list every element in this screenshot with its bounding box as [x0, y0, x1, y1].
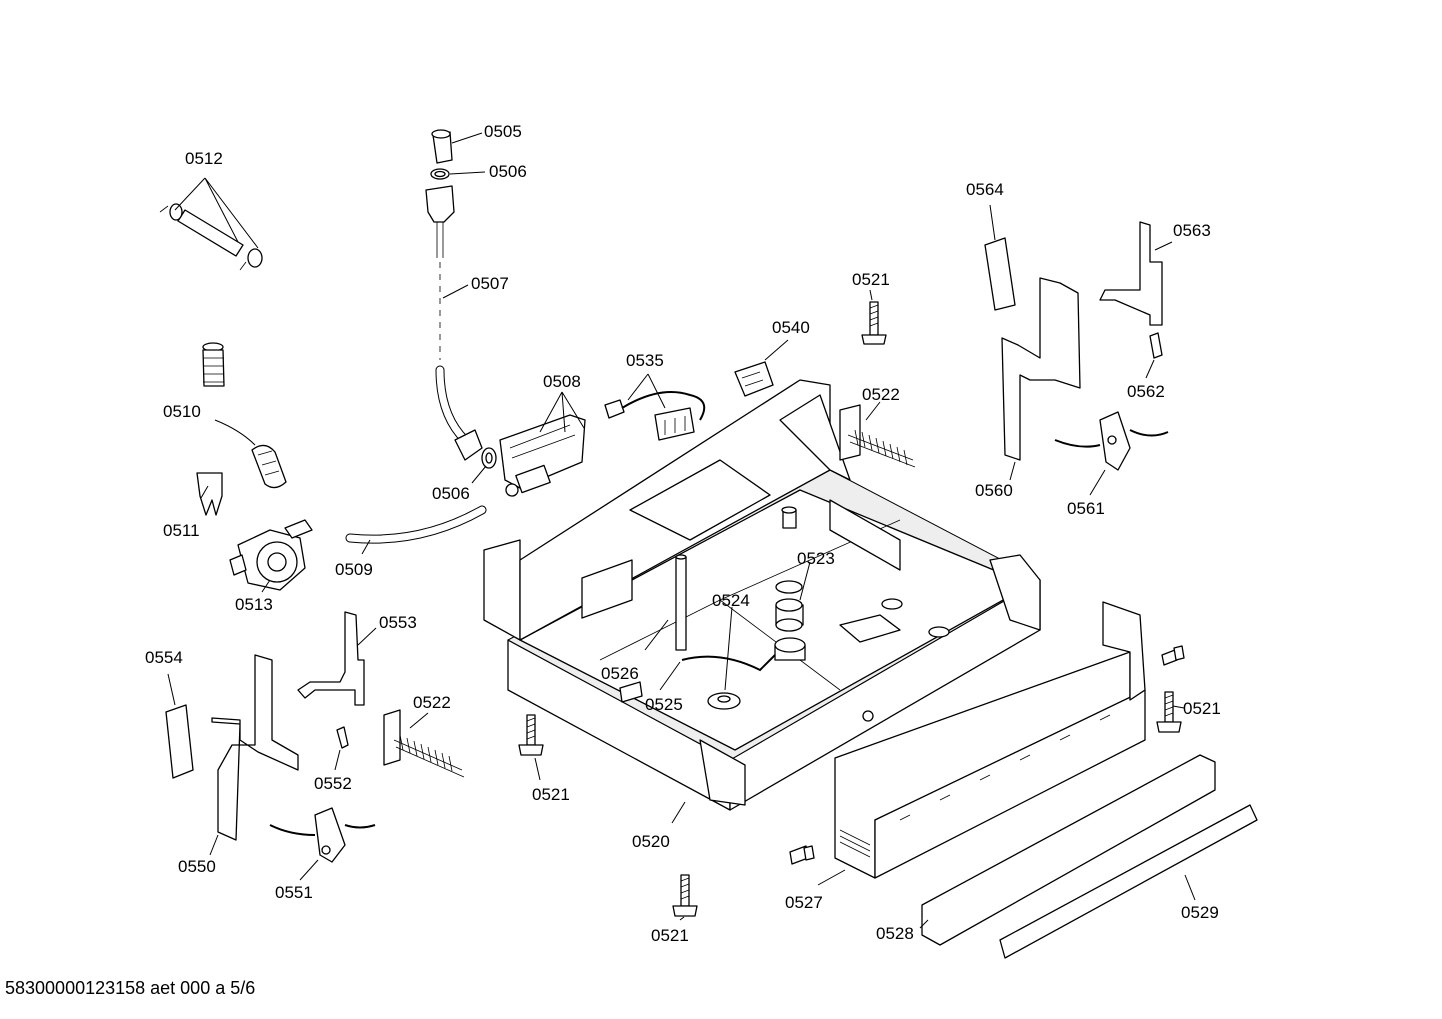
- label-0508: 0508: [543, 372, 581, 391]
- part-0510-bellows: [202, 342, 287, 489]
- part-0505-cap: [431, 129, 453, 164]
- label-0506-bottom: 0506: [432, 484, 470, 503]
- part-0550-bracket: [211, 654, 299, 841]
- part-0521-screw-top: [861, 301, 887, 345]
- part-0522-spring-left: [383, 709, 465, 778]
- part-0561-switch: [1054, 411, 1169, 471]
- label-0554: 0554: [145, 648, 183, 667]
- part-0528-panel: [834, 601, 1146, 879]
- label-0553: 0553: [379, 613, 417, 632]
- part-0564-cover: [984, 237, 1016, 311]
- label-0512: 0512: [185, 149, 223, 168]
- part-0508-valve: [499, 414, 586, 497]
- part-0507-inlet-hose: [425, 185, 483, 461]
- label-0509: 0509: [335, 560, 373, 579]
- label-0510: 0510: [163, 402, 201, 421]
- part-0523-float: [774, 506, 950, 661]
- label-0550: 0550: [178, 857, 216, 876]
- label-0524: 0524: [712, 591, 750, 610]
- label-0511: 0511: [163, 521, 200, 540]
- part-0521-screw-bottom: [672, 874, 698, 917]
- part-0511-clip: [196, 472, 223, 516]
- part-0529-strip: [921, 754, 1258, 959]
- label-0505: 0505: [484, 122, 522, 141]
- label-0522-left: 0522: [413, 693, 451, 712]
- label-0526: 0526: [601, 664, 639, 683]
- label-0521-left: 0521: [532, 785, 570, 804]
- label-0563: 0563: [1173, 221, 1211, 240]
- label-0506-top: 0506: [489, 162, 527, 181]
- label-0562: 0562: [1127, 382, 1165, 401]
- label-0560: 0560: [975, 481, 1013, 500]
- label-0521-right: 0521: [1183, 699, 1221, 718]
- label-0523: 0523: [797, 549, 835, 568]
- label-0528: 0528: [876, 924, 914, 943]
- part-0521-screw-right: [1156, 645, 1185, 733]
- label-0535: 0535: [626, 351, 664, 370]
- label-0529: 0529: [1181, 903, 1219, 922]
- label-0522-right: 0522: [862, 385, 900, 404]
- label-0521-bottom: 0521: [651, 926, 689, 945]
- label-0551: 0551: [275, 883, 313, 902]
- label-0520: 0520: [632, 832, 670, 851]
- part-0506-seal-bottom: [481, 447, 497, 469]
- part-0509-drain-hose: [345, 505, 487, 544]
- part-0563-bracket: [1099, 221, 1163, 326]
- part-0525-wire-sensor: [619, 654, 776, 703]
- part-labels: 0512 0505 0506 0507 0564 0563 0521 0540 …: [145, 122, 1221, 945]
- part-0522-spring-right: [839, 404, 916, 468]
- label-0521-top: 0521: [852, 270, 890, 289]
- part-0527-screw: [789, 845, 815, 865]
- label-0507: 0507: [471, 274, 509, 293]
- part-0560-bracket: [1001, 277, 1081, 461]
- label-0525: 0525: [645, 695, 683, 714]
- label-0540: 0540: [772, 318, 810, 337]
- label-0561: 0561: [1067, 499, 1105, 518]
- part-0526-rod: [675, 554, 687, 651]
- label-0513: 0513: [235, 595, 273, 614]
- leader-lines: [167, 132, 1196, 929]
- part-0551-switch: [269, 807, 376, 863]
- part-0521-screw-left: [518, 714, 544, 756]
- part-0540-connector: [734, 361, 774, 397]
- part-0512-hose-clamps: [159, 203, 263, 271]
- part-0506-seal-top: [430, 168, 450, 180]
- document-reference: 58300000123158 aet 000 a 5/6: [5, 978, 256, 998]
- part-0513-pump: [229, 519, 313, 591]
- part-0524-disc: [707, 692, 741, 710]
- label-0552: 0552: [314, 774, 352, 793]
- part-0552-clip: [336, 726, 349, 749]
- label-0564: 0564: [966, 180, 1004, 199]
- part-0562-clip: [1149, 332, 1163, 359]
- label-0527: 0527: [785, 893, 823, 912]
- part-0535-cable: [604, 391, 706, 441]
- part-0554-cover: [165, 704, 194, 779]
- part-0553-bracket: [297, 611, 365, 706]
